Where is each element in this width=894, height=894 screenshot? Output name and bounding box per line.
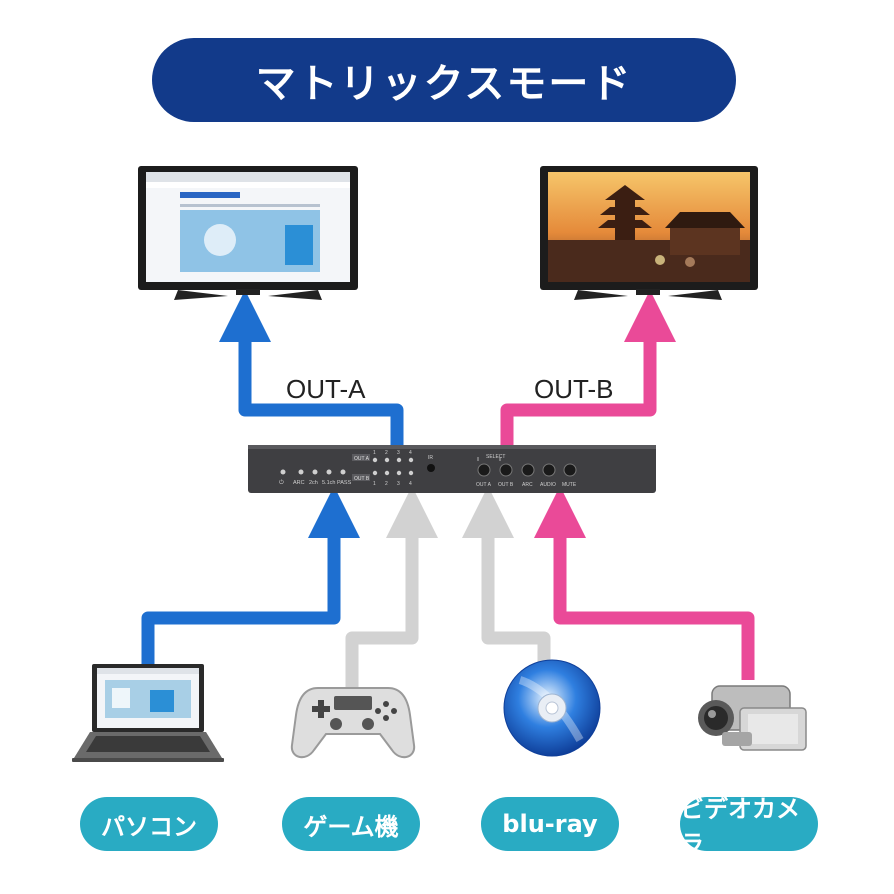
tv-right-icon	[540, 166, 758, 300]
game-controller-icon	[290, 687, 416, 759]
bluray-input-line	[462, 486, 551, 664]
source-pill-game: ゲーム機	[282, 797, 420, 851]
source-pill-pc: パソコン	[80, 797, 218, 851]
port-bottom-3: 3	[397, 481, 400, 487]
pc-input-line	[141, 486, 360, 666]
indicator-51ch: 5.1ch	[322, 480, 335, 486]
port-bottom-1: 1	[373, 481, 376, 487]
laptop-icon	[72, 664, 224, 762]
arc-button[interactable]	[521, 463, 535, 477]
audio-button-label: AUDIO	[540, 482, 556, 488]
port-bottom-4: 4	[409, 481, 412, 487]
out-b-label: OUT-B	[534, 374, 614, 404]
select-label: SELECT	[486, 454, 505, 460]
out-b-tag: OUT B	[354, 476, 370, 482]
source-pill-bluray: blu-ray	[481, 797, 619, 851]
source-pill-camera: ビデオカメラ	[680, 795, 818, 858]
port-top-4: 4	[409, 450, 412, 456]
game-input-line	[345, 486, 438, 688]
port-top-1: 1	[373, 450, 376, 456]
out-a-button[interactable]	[477, 463, 491, 477]
page-title: マトリックスモード	[152, 38, 736, 122]
out-b-line	[500, 290, 676, 445]
port-top-2: 2	[385, 450, 388, 456]
video-camera-icon	[698, 685, 807, 751]
out-a-button-label: OUT A	[476, 482, 492, 488]
matrix-switch-device: ⏻ ARC 2ch 5.1ch PASS OUT A OUT B 1 2 3 4…	[248, 445, 656, 493]
port-top-3: 3	[397, 450, 400, 456]
out-b-button-label: OUT B	[498, 482, 514, 488]
indicator-2ch: 2ch	[309, 480, 318, 486]
bluray-disc-icon	[503, 659, 601, 757]
out-b-button[interactable]	[499, 463, 513, 477]
port-matrix-leds	[372, 457, 414, 476]
ir-sensor	[427, 464, 435, 472]
camera-input-line	[534, 486, 755, 680]
port-bottom-2: 2	[385, 481, 388, 487]
arc-button-label: ARC	[522, 482, 533, 488]
tv-left-icon	[138, 166, 358, 300]
audio-button[interactable]	[542, 463, 556, 477]
out-a-label: OUT-A	[286, 374, 366, 404]
indicator-pass: PASS	[337, 480, 352, 486]
svg-text:⏻: ⏻	[279, 479, 284, 486]
indicator-arc: ARC	[293, 480, 305, 486]
out-a-line	[219, 290, 404, 445]
out-a-tag: OUT A	[354, 456, 370, 462]
ir-label: IR	[428, 455, 433, 461]
mute-button[interactable]	[563, 463, 577, 477]
mute-button-label: MUTE	[562, 482, 577, 488]
